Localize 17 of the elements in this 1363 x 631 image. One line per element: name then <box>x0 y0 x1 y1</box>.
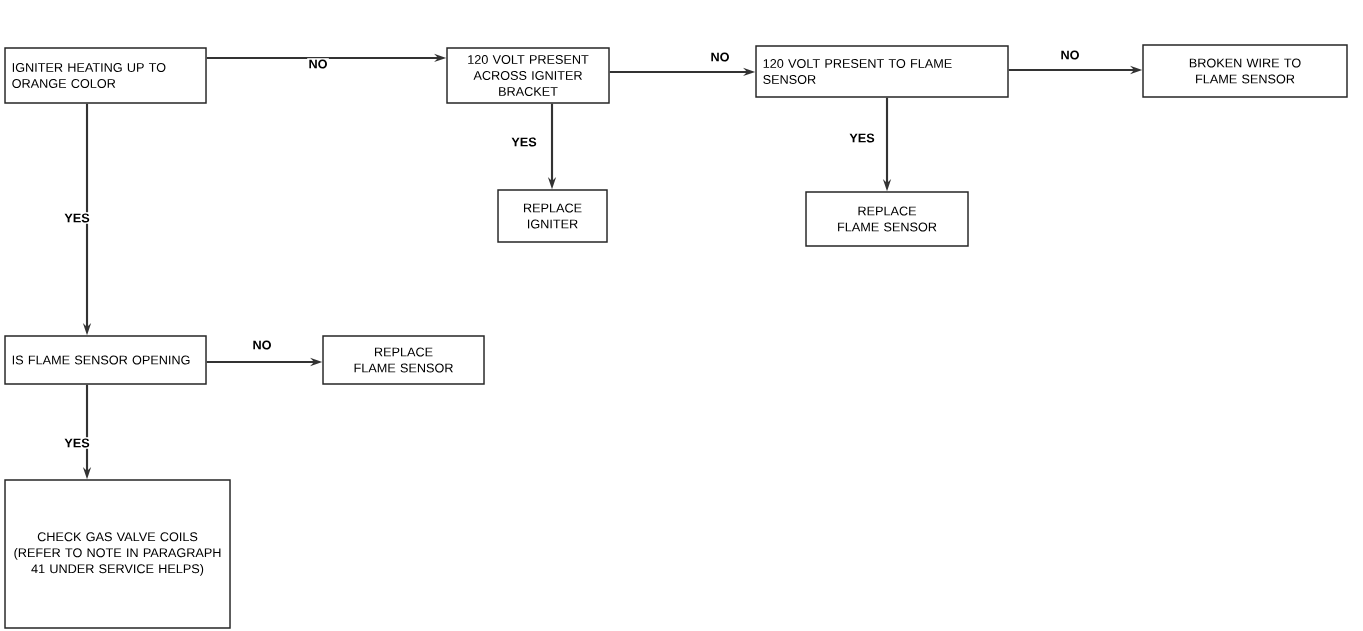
process-box: CHECK GAS VALVE COILS (REFER TO NOTE IN PARAGRAPH 41 UNDER SERVICE HELPS) <box>4 479 231 629</box>
process-box: BROKEN WIRE TO FLAME SENSOR <box>1142 44 1348 98</box>
edge-label: NO <box>1059 49 1081 61</box>
edge-label: YES <box>63 212 91 224</box>
edge-label: YES <box>848 132 876 144</box>
edge-label: NO <box>709 51 731 63</box>
process-box: IGNITER HEATING UP TO ORANGE COLOR <box>4 47 207 104</box>
process-box: REPLACE FLAME SENSOR <box>322 335 485 385</box>
process-box: REPLACE FLAME SENSOR <box>805 191 969 247</box>
edge-label: NO <box>251 339 273 351</box>
process-box: 120 VOLT PRESENT ACROSS IGNITER BRACKET <box>446 47 610 104</box>
process-box: IS FLAME SENSOR OPENING <box>4 335 207 385</box>
edge-label: YES <box>63 437 91 449</box>
process-box: REPLACE IGNITER <box>497 189 608 243</box>
edge-label: NO <box>307 58 329 70</box>
process-box: 120 VOLT PRESENT TO FLAME SENSOR <box>755 45 1009 98</box>
edge-label: YES <box>510 136 538 148</box>
